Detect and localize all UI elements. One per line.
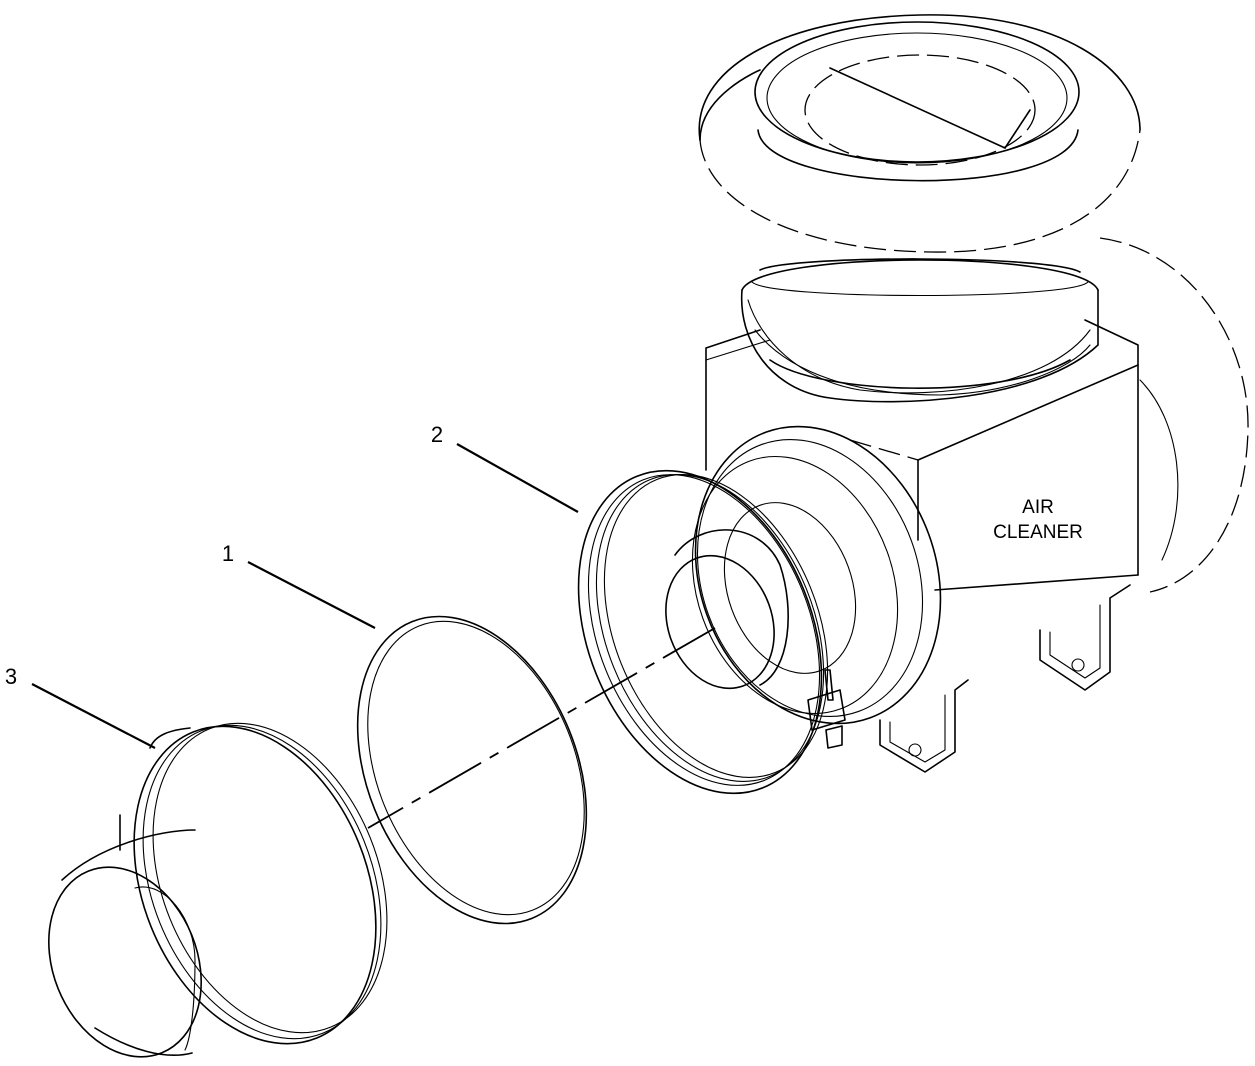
seal-ring-part xyxy=(356,615,588,925)
callout-2-leader xyxy=(456,443,579,513)
clamp-part xyxy=(577,469,846,795)
callout-1-number: 1 xyxy=(222,541,234,566)
air-cleaner-assembly: AIR CLEANER xyxy=(665,14,1249,773)
callout-3: 3 xyxy=(5,664,156,749)
callout-1: 1 xyxy=(222,541,376,629)
air-cleaner-label-line1: AIR xyxy=(1022,497,1054,518)
callout-3-leader xyxy=(31,683,156,749)
adapter-part xyxy=(48,722,388,1058)
air-cleaner-label: AIR CLEANER xyxy=(993,497,1083,543)
assembly-centerline xyxy=(367,627,716,829)
callout-2: 2 xyxy=(431,422,579,513)
callout-3-number: 3 xyxy=(5,664,17,689)
air-cleaner-label-line2: CLEANER xyxy=(993,522,1083,543)
callout-2-number: 2 xyxy=(431,422,443,447)
callout-1-leader xyxy=(247,561,376,629)
